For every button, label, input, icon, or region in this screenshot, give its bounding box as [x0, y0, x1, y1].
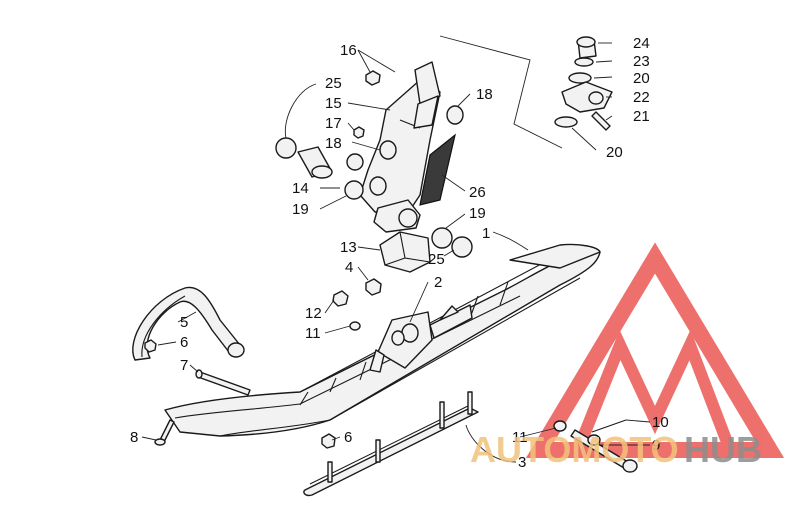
bolt-7 [195, 369, 251, 396]
callout-2: 2 [434, 274, 442, 291]
bushing-19a [344, 180, 364, 200]
callout-14: 14 [292, 180, 309, 197]
callout-10: 10 [652, 414, 669, 431]
callout-12: 12 [305, 305, 322, 322]
bushing-18b [446, 105, 464, 125]
bushing-25b [451, 236, 473, 258]
bushing-25a [275, 137, 297, 159]
bolt-8 [154, 419, 175, 446]
nut-4 [365, 278, 382, 296]
callout-9: 9 [652, 437, 660, 454]
callout-5: 5 [180, 314, 188, 331]
callout-4: 4 [345, 259, 353, 276]
callout-6: 6 [180, 334, 188, 351]
callout-22: 22 [633, 89, 650, 106]
callout-20: 20 [633, 70, 650, 87]
nut-17 [353, 126, 365, 139]
nut-12 [332, 290, 349, 307]
spindle-yoke [373, 199, 421, 233]
callout-1: 1 [482, 225, 490, 242]
watermark-text: AUTOMOTO HUB [470, 429, 762, 470]
assembly-outline [439, 35, 563, 149]
bushing-18a [346, 153, 364, 171]
nut-6a [144, 339, 157, 353]
nut-16 [365, 70, 381, 86]
watermark-logo [525, 242, 785, 458]
callout-11: 11 [512, 429, 528, 446]
nut-6b [321, 433, 336, 449]
bolt-9 [570, 429, 638, 473]
spring-26 [419, 133, 456, 206]
callout-18: 18 [476, 86, 493, 103]
ski-handle [132, 286, 245, 361]
bushing-19b [431, 227, 453, 249]
callout-16: 16 [340, 42, 357, 59]
watermark-text-a: AUTOMOTO [470, 429, 679, 470]
washer-11b [553, 420, 601, 446]
callout-19: 19 [292, 201, 309, 218]
sleeve-14 [297, 146, 333, 179]
cotter-pin-10 [591, 419, 627, 433]
callout-7: 7 [180, 357, 188, 374]
washer-11a [349, 321, 361, 331]
callout-18: 18 [325, 135, 342, 152]
callout-13: 13 [340, 239, 357, 256]
leader-lines [141, 42, 651, 463]
clamp-assembly [554, 36, 613, 131]
callout-labels: 24 23 20 22 21 20 16 25 15 17 18 18 14 1… [130, 35, 669, 471]
callout-6: 6 [344, 429, 352, 446]
callout-3: 3 [518, 454, 526, 471]
callout-23: 23 [633, 53, 650, 70]
callout-21: 21 [633, 108, 650, 125]
callout-25: 25 [428, 251, 445, 268]
callout-17: 17 [325, 115, 342, 132]
callout-26: 26 [469, 184, 486, 201]
callout-24: 24 [633, 35, 650, 52]
callout-19: 19 [469, 205, 486, 222]
callout-20: 20 [606, 144, 623, 161]
watermark-text-b: HUB [684, 429, 762, 470]
ski-saddle [369, 304, 473, 373]
callout-25: 25 [325, 75, 342, 92]
spindle-15 [359, 61, 441, 213]
bumper-13 [379, 231, 431, 273]
callout-11: 11 [305, 325, 321, 342]
callout-15: 15 [325, 95, 342, 112]
wear-bar [303, 391, 479, 497]
callout-8: 8 [130, 429, 138, 446]
